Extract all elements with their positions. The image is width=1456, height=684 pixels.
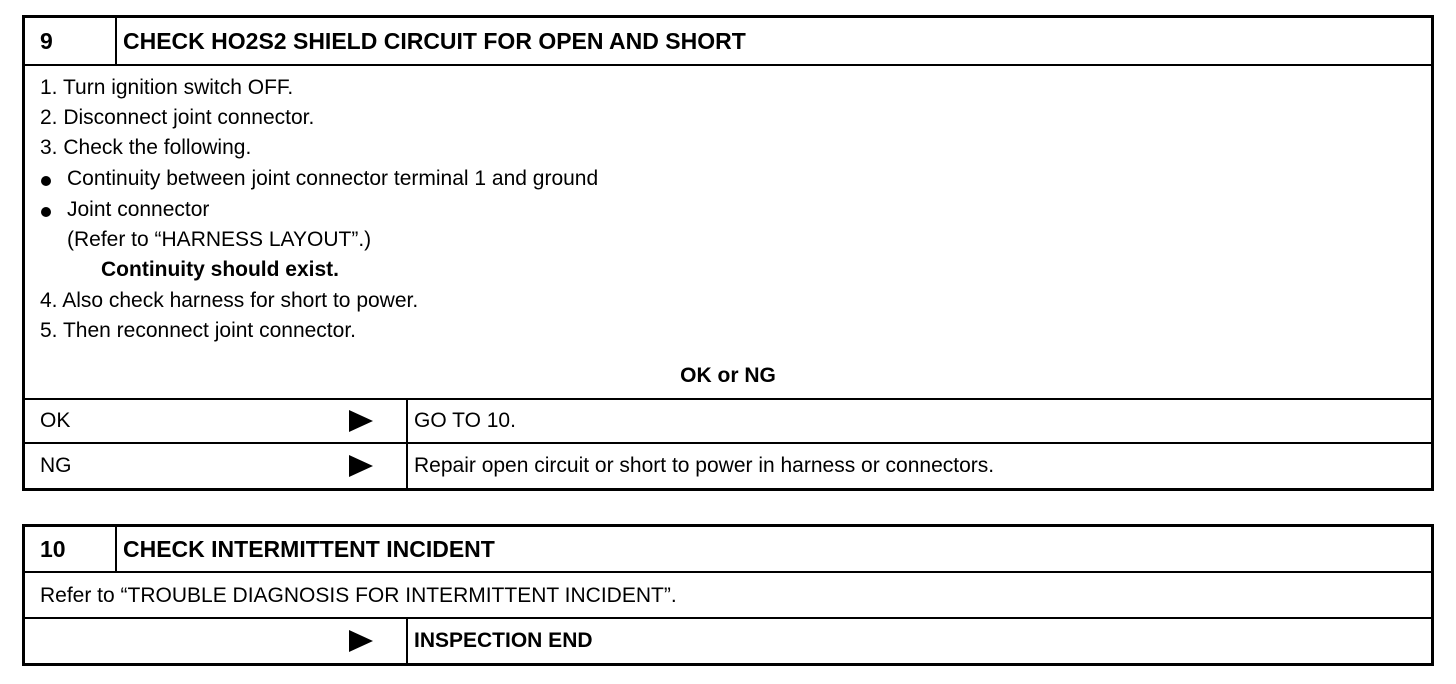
step-10-header: 10 CHECK INTERMITTENT INCIDENT <box>25 527 1431 573</box>
result-row-ng: NG Repair open circuit or short to power… <box>25 444 1431 488</box>
step-title: CHECK HO2S2 SHIELD CIRCUIT FOR OPEN AND … <box>123 27 746 54</box>
step-9-procedure: 1. Turn ignition switch OFF. 2. Disconne… <box>25 66 1431 400</box>
step-number: 9 <box>25 18 117 64</box>
step-number: 10 <box>25 527 117 571</box>
result-action: Repair open circuit or short to power in… <box>414 454 995 477</box>
step-9-header: 9 CHECK HO2S2 SHIELD CIRCUIT FOR OPEN AN… <box>25 18 1431 66</box>
result-label-text: OK <box>40 409 71 432</box>
result-heading: OK or NG <box>680 364 776 387</box>
right-arrow-icon <box>349 630 373 652</box>
bullet-icon <box>41 176 51 186</box>
result-label <box>25 619 408 663</box>
bullet-icon <box>41 207 51 217</box>
procedure-line: 2. Disconnect joint connector. <box>40 106 315 129</box>
result-row-ok: OK GO TO 10. <box>25 400 1431 444</box>
expected-result: Continuity should exist. <box>101 258 340 281</box>
step-10-procedure: Refer to “TROUBLE DIAGNOSIS FOR INTERMIT… <box>25 573 1431 619</box>
result-action: GO TO 10. <box>414 409 516 432</box>
step-10-block: 10 CHECK INTERMITTENT INCIDENT Refer to … <box>22 524 1434 666</box>
procedure-line: (Refer to “HARNESS LAYOUT”.) <box>67 228 372 251</box>
result-action: INSPECTION END <box>414 629 593 652</box>
result-label: NG <box>25 444 408 488</box>
procedure-line: Joint connector <box>67 198 210 221</box>
procedure-line: Continuity between joint connector termi… <box>67 167 599 190</box>
procedure-line: Refer to “TROUBLE DIAGNOSIS FOR INTERMIT… <box>40 584 677 607</box>
procedure-line: 5. Then reconnect joint connector. <box>40 319 356 342</box>
right-arrow-icon <box>349 410 373 432</box>
step-9-block: 9 CHECK HO2S2 SHIELD CIRCUIT FOR OPEN AN… <box>22 15 1434 491</box>
result-label: OK <box>25 400 408 442</box>
right-arrow-icon <box>349 455 373 477</box>
step-title: CHECK INTERMITTENT INCIDENT <box>123 535 495 562</box>
result-label-text: NG <box>40 454 72 477</box>
procedure-line: 4. Also check harness for short to power… <box>40 289 419 312</box>
result-row-end: INSPECTION END <box>25 619 1431 663</box>
procedure-line: 1. Turn ignition switch OFF. <box>40 76 294 99</box>
procedure-line: 3. Check the following. <box>40 136 252 159</box>
